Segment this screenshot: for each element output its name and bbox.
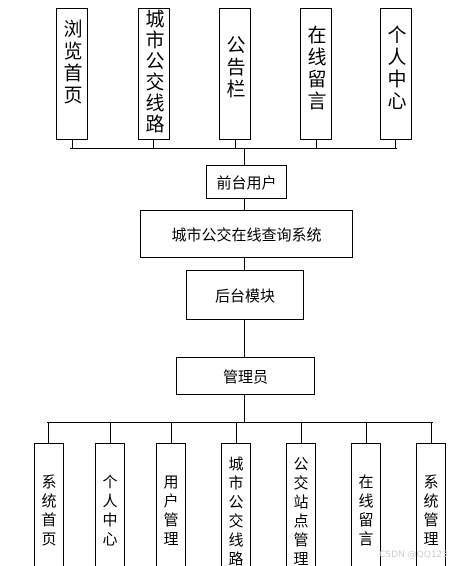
- front-module-profile-label: 个人中心: [384, 25, 407, 113]
- admin-drop-7: [431, 422, 432, 443]
- admin-module-stations-label: 公交站点管理: [291, 456, 310, 566]
- front-module-bus-routes-label: 城市公交线路: [142, 9, 165, 135]
- admin-drop-5: [301, 422, 302, 443]
- admin-drop-4: [236, 422, 237, 443]
- front-drop-5: [395, 140, 396, 149]
- admin-label: 管理员: [222, 367, 268, 386]
- front-module-home: 浏览首页: [56, 8, 88, 140]
- admin-module-system: 系统管理: [416, 443, 446, 566]
- back-module-label: 后台模块: [214, 286, 275, 305]
- front-user-label: 前台用户: [216, 173, 277, 192]
- front-drop-4: [316, 140, 317, 149]
- admin-module-bus-routes-label: 城市公交线路: [226, 456, 245, 566]
- admin-module-home-label: 系统首页: [39, 474, 58, 550]
- admin-drop-2: [110, 422, 111, 443]
- admin-module-home: 系统首页: [34, 443, 64, 566]
- watermark-text: CSDN @QQ123: [379, 550, 448, 560]
- front-drop-1: [72, 140, 73, 149]
- front-module-bus-routes: 城市公交线路: [138, 8, 170, 140]
- spine-system-to-back: [244, 258, 245, 270]
- spine-front-user-to-system: [244, 199, 245, 210]
- admin-drop-6: [366, 422, 367, 443]
- spine-back-to-admin: [244, 320, 245, 357]
- admin-drop-1: [48, 422, 49, 443]
- admin-modules-bus: [47, 422, 433, 423]
- admin-node: 管理员: [176, 357, 315, 395]
- system-node: 城市公交在线查询系统: [140, 210, 353, 258]
- admin-drop-3: [171, 422, 172, 443]
- admin-module-bus-routes: 城市公交线路: [221, 443, 251, 566]
- back-module-node: 后台模块: [186, 270, 304, 320]
- front-module-profile: 个人中心: [380, 8, 412, 140]
- admin-module-profile: 个人中心: [95, 443, 125, 566]
- admin-module-message-label: 在线留言: [356, 474, 375, 550]
- admin-module-message: 在线留言: [351, 443, 381, 566]
- admin-module-system-label: 系统管理: [421, 474, 440, 550]
- front-module-home-label: 浏览首页: [60, 19, 83, 107]
- front-modules-bus: [70, 148, 397, 149]
- spine-bus-to-front-user: [244, 148, 245, 165]
- front-drop-2: [153, 140, 154, 149]
- admin-module-profile-label: 个人中心: [100, 474, 119, 550]
- system-label: 城市公交在线查询系统: [171, 225, 322, 244]
- front-module-notice-label: 公告栏: [223, 35, 246, 101]
- front-module-message-label: 在线留言: [304, 25, 327, 113]
- admin-module-stations: 公交站点管理: [286, 443, 316, 566]
- front-module-notice: 公告栏: [219, 8, 251, 140]
- spine-admin-to-bus: [244, 395, 245, 422]
- front-drop-3: [235, 140, 236, 149]
- admin-module-users: 用户管理: [156, 443, 186, 566]
- front-module-message: 在线留言: [300, 8, 332, 140]
- front-user-node: 前台用户: [206, 165, 287, 199]
- admin-module-users-label: 用户管理: [161, 474, 180, 550]
